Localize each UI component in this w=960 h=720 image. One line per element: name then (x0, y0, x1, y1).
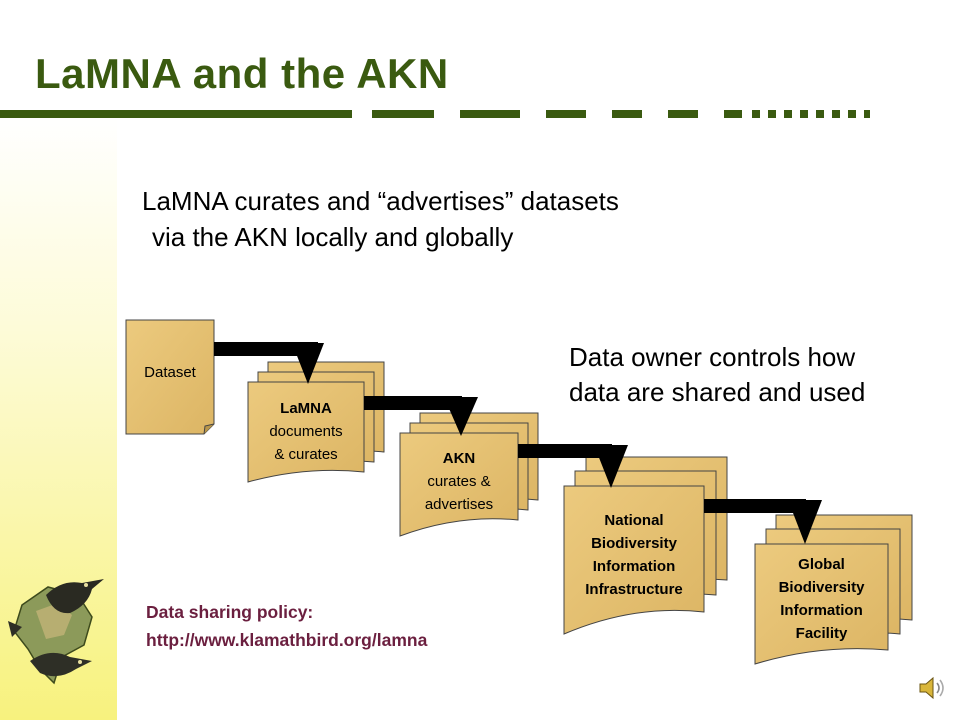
akn-doc-stack (399, 412, 539, 537)
lamna-line3: & curates (274, 446, 338, 463)
rule-segment (832, 110, 840, 118)
rule-segment (372, 110, 434, 118)
gbif-line1: Global (798, 556, 845, 573)
headline-line1: LaMNA curates and “advertises” datasets (142, 186, 619, 216)
policy-note: Data sharing policy: http://www.klamathb… (146, 598, 427, 654)
rule-segment (752, 110, 760, 118)
lamna-line2: documents (269, 423, 343, 440)
gbif-line3: Information (780, 602, 863, 619)
policy-label: Data sharing policy: (146, 602, 314, 622)
akn-label: AKN curates & advertises (400, 447, 518, 516)
lamna-label: LaMNA documents & curates (248, 397, 364, 466)
lamna-doc-stack (247, 361, 385, 483)
rule-segment (816, 110, 824, 118)
arrow-akn-to-nbii (518, 444, 628, 488)
arrow-lamna-to-akn (364, 396, 478, 436)
lamna-name: LaMNA (280, 400, 332, 417)
headline: LaMNA curates and “advertises” datasets … (142, 183, 619, 255)
rule-segment (612, 110, 642, 118)
gbif-label: Global Biodiversity Information Facility (755, 553, 888, 645)
akn-name: AKN (442, 450, 476, 467)
owner-note-line2: data are shared and used (569, 377, 866, 407)
gbif-line2: Biodiversity (778, 579, 865, 596)
dataset-label: Dataset (144, 364, 196, 381)
nbii-line2: Biodiversity (591, 535, 677, 552)
bird-map-logo-icon (8, 579, 104, 685)
rule-segment (800, 110, 808, 118)
rule-segment (460, 110, 520, 118)
rule-segment (864, 110, 870, 118)
rule-segment (848, 110, 856, 118)
owner-note: Data owner controls how data are shared … (569, 340, 865, 410)
akn-line3: advertises (424, 496, 494, 513)
nbii-label: National Biodiversity Information Infras… (564, 509, 704, 601)
policy-url[interactable]: http://www.klamathbird.org/lamna (146, 630, 428, 650)
arrow-dataset-to-lamna (214, 342, 324, 384)
slide-title: LaMNA and the AKN (35, 50, 449, 97)
rule-segment (668, 110, 698, 118)
nbii-line1: National (604, 512, 664, 529)
gbif-doc-stack (754, 514, 913, 665)
rule-segment (724, 110, 742, 118)
dataset-doc (125, 319, 215, 435)
nbii-line3: Information (592, 558, 676, 575)
gbif-line4: Facility (795, 625, 848, 642)
rule-segment (784, 110, 792, 118)
rule-segment (546, 110, 586, 118)
arrow-nbii-to-gbif (704, 499, 822, 544)
owner-note-line1: Data owner controls how (569, 342, 856, 372)
rule-segment (0, 110, 352, 118)
headline-line2: via the AKN locally and globally (152, 222, 514, 252)
rule-segment (768, 110, 776, 118)
akn-line2: curates & (427, 473, 491, 490)
nbii-line4: Infrastructure (585, 581, 683, 598)
nbii-doc-stack (563, 456, 728, 635)
speaker-icon[interactable] (916, 672, 948, 704)
